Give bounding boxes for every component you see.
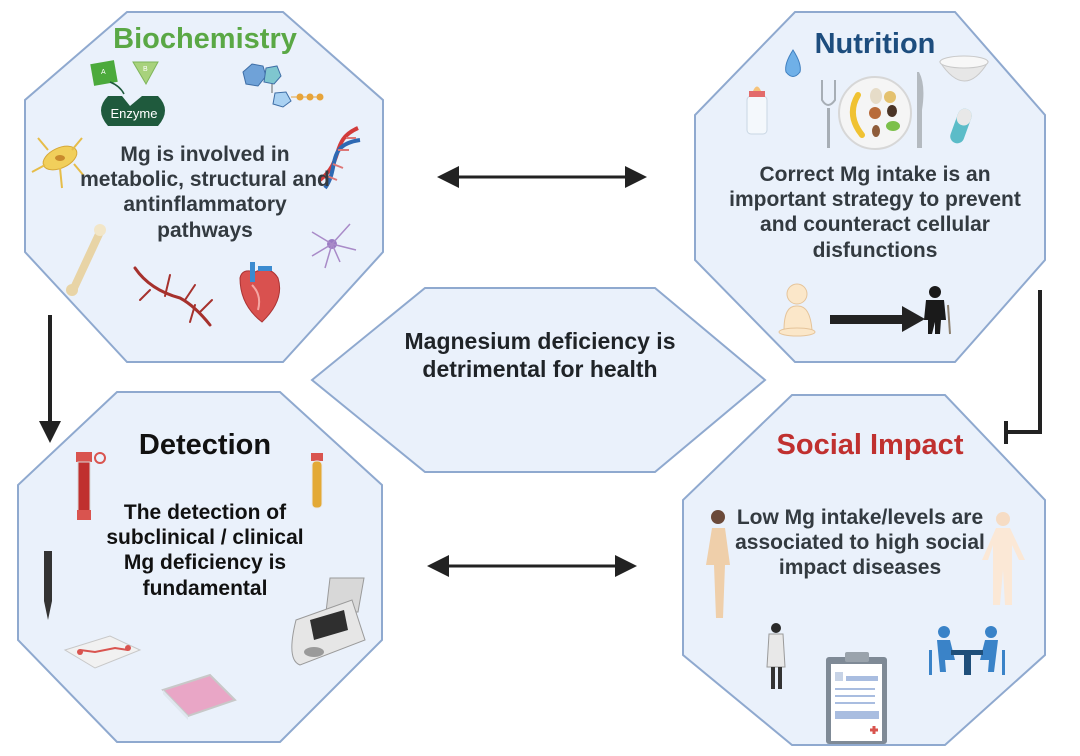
serum-tube-icon <box>311 453 323 509</box>
growth-arrow-icon <box>830 306 925 332</box>
water-drop-icon <box>785 49 801 77</box>
biochemistry-text: Mg is involved in metabolic, structural … <box>80 143 330 242</box>
biochemistry-title: Biochemistry <box>113 23 297 55</box>
microfluidic-chip-icon <box>63 635 142 669</box>
fork-icon <box>821 80 836 148</box>
analyzer-device-icon <box>291 577 366 666</box>
well-plate-icon <box>161 673 237 720</box>
female-body-icon <box>706 510 730 618</box>
male-body-icon <box>982 512 1025 605</box>
heart-icon <box>239 262 281 323</box>
electrode-icon <box>44 551 52 620</box>
elderly-person-icon <box>924 286 951 335</box>
neuron-icon <box>311 223 357 269</box>
knife-icon <box>917 72 924 148</box>
substrate-a-label: A <box>101 69 106 76</box>
baby-icon <box>778 283 816 337</box>
cell-icon <box>31 137 85 189</box>
enzyme-label: Enzyme <box>110 106 158 121</box>
center-hexagon <box>310 287 767 473</box>
capsule-icon <box>950 108 972 144</box>
nutrition-title: Nutrition <box>814 28 936 60</box>
nutrition-panel <box>694 11 1046 363</box>
enzyme-icon <box>90 60 165 126</box>
center-message: Magnesium deficiency is detrimental for … <box>404 328 676 382</box>
detection-text: The detection of subclinical / clinical … <box>106 501 304 600</box>
nutrition-social-inhibition <box>1006 290 1042 434</box>
nutrition-text: Correct Mg intake is an important strate… <box>729 163 1021 262</box>
baby-bottle-icon <box>746 86 768 135</box>
bone-icon <box>66 224 106 296</box>
blood-tube-icon <box>76 452 106 520</box>
blood-vessel-icon <box>133 266 213 327</box>
social-impact-title: Social Impact <box>776 429 964 461</box>
substrate-b-label: B <box>143 66 148 73</box>
doctor-icon <box>766 623 786 689</box>
consultation-icon <box>929 626 1005 675</box>
clipboard-icon <box>826 652 887 744</box>
bowl-icon <box>939 55 989 82</box>
social-impact-text: Low Mg intake/levels are associated to h… <box>735 506 985 580</box>
atp-molecule-icon <box>242 63 324 108</box>
food-plate-icon <box>838 76 912 150</box>
detection-title: Detection <box>138 429 272 461</box>
dna-icon <box>318 126 361 190</box>
